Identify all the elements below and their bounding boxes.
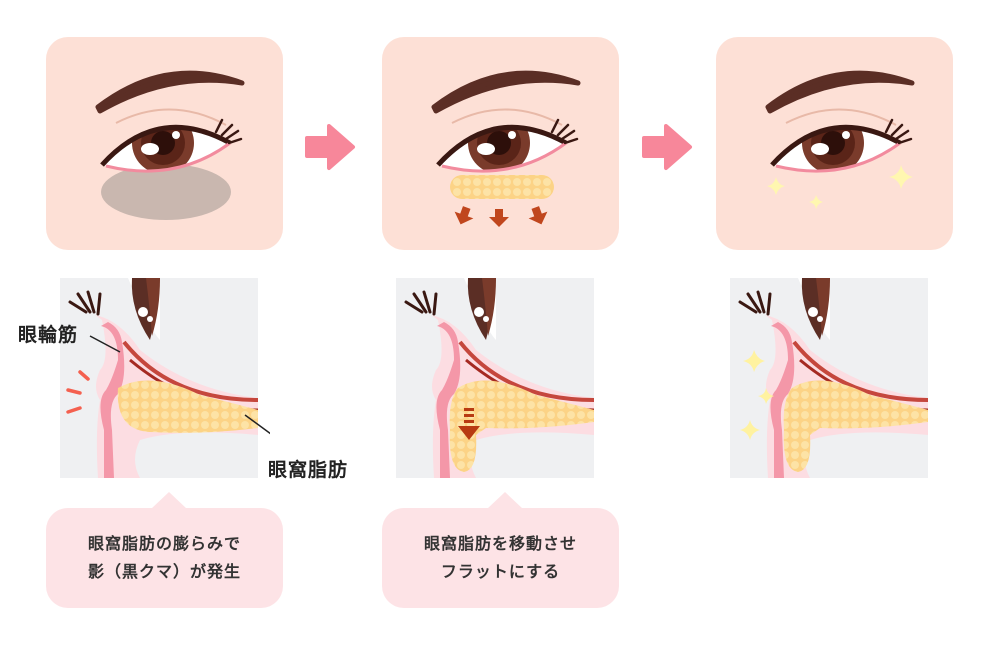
dark-circle-shadow: [101, 164, 231, 220]
caption-line: 眼窩脂肪を移動させ: [423, 534, 577, 553]
cross-section-after: [670, 270, 940, 485]
cross-section-procedure: [336, 270, 606, 485]
cross-section-before: [0, 270, 270, 485]
eye-illustration: [382, 37, 619, 227]
eye-after-panel: [716, 37, 953, 250]
bulge-emphasis-icon: [66, 370, 90, 414]
arrow-right-icon: [642, 124, 692, 170]
orbital-fat-dots: [450, 175, 554, 199]
eye-procedure-panel: [382, 37, 619, 250]
orbital-fat: [117, 380, 258, 433]
caption-before: 眼窩脂肪の膨らみで 影（黒クマ）が発生: [46, 492, 283, 608]
caption-line: フラットにする: [440, 562, 561, 581]
caption-procedure: 眼窩脂肪を移動させ フラットにする: [382, 492, 619, 608]
downward-arrow-icon: [458, 408, 480, 440]
caption-line: 眼窩脂肪の膨らみで: [87, 534, 241, 553]
caption-line: 影（黒クマ）が発生: [87, 562, 241, 581]
orbital-fat: [783, 380, 928, 472]
eye-before-panel: [46, 37, 283, 250]
arrow-right-icon: [305, 124, 355, 170]
sparkle-icon: [767, 165, 913, 209]
downward-arrows-icon: [454, 206, 548, 227]
eye-illustration: [46, 37, 283, 220]
orbicularis-muscle-label: 眼輪筋: [18, 324, 79, 346]
orbital-fat-label: 眼窩脂肪: [268, 459, 349, 481]
sparkle-icon: [740, 350, 774, 440]
orbital-fat: [449, 380, 594, 472]
eye-illustration: [716, 37, 953, 209]
